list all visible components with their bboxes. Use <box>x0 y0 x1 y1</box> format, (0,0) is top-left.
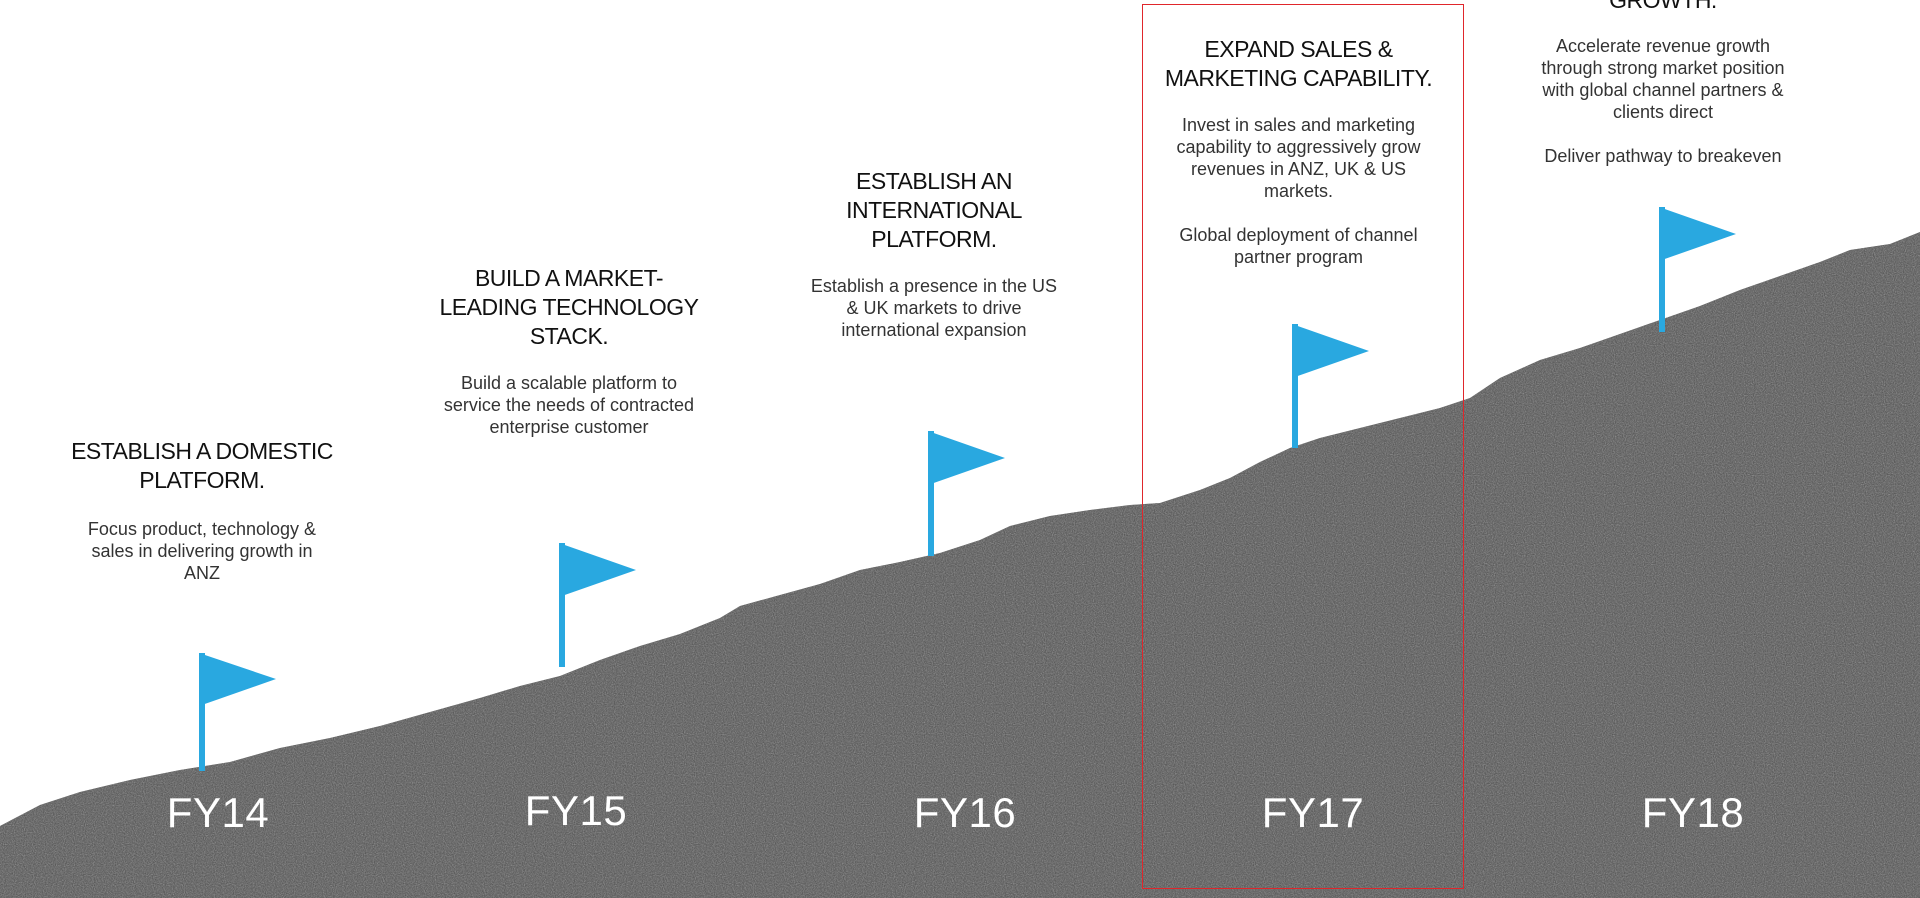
flag-pole <box>559 543 565 667</box>
stage-title: ESTABLISH AN INTERNATIONAL PLATFORM. <box>846 168 1022 252</box>
stage-fy18-text: GROWTH. Accelerate revenue growth throug… <box>1522 0 1804 167</box>
flag-fy16 <box>928 431 1005 556</box>
stage-fy16-text: ESTABLISH AN INTERNATIONAL PLATFORM. Est… <box>793 167 1075 341</box>
stage-title: ESTABLISH A DOMESTIC PLATFORM. <box>71 438 333 493</box>
fy17-highlight-box <box>1142 4 1464 889</box>
flag-pole <box>1659 207 1665 332</box>
flag-pennant <box>1659 207 1736 261</box>
year-label-fy18: FY18 <box>1641 789 1745 836</box>
flag-fy17 <box>1292 324 1369 448</box>
flag-fy14 <box>199 653 276 771</box>
flag-pole <box>928 431 934 556</box>
stage-description: Focus product, technology & sales in del… <box>87 519 317 583</box>
flag-fy15 <box>559 543 636 667</box>
flag-pole <box>199 653 205 771</box>
stage-fy17-text: EXPAND SALES & MARKETING CAPABILITY. Inv… <box>1150 35 1447 268</box>
year-label-fy15: FY15 <box>524 787 628 834</box>
year-label-fy17: FY17 <box>1261 789 1365 836</box>
flag-pennant <box>559 543 636 597</box>
stage-title: EXPAND SALES & MARKETING CAPABILITY. <box>1164 36 1433 91</box>
stage-description: Build a scalable platform to service the… <box>443 373 695 437</box>
flag-pole <box>1292 324 1298 448</box>
flag-pennant <box>1292 324 1369 378</box>
stage-fy15-text: BUILD A MARKET- LEADING TECHNOLOGY STACK… <box>424 264 714 438</box>
stage-description: Invest in sales and marketing capability… <box>1176 115 1421 267</box>
flag-pennant <box>928 431 1005 485</box>
stage-description: Accelerate revenue growth through strong… <box>1541 36 1785 166</box>
flag-pennant <box>199 653 276 706</box>
stage-fy14-text: ESTABLISH A DOMESTIC PLATFORM. Focus pro… <box>62 437 342 584</box>
stage-title: GROWTH. <box>1609 0 1717 13</box>
stage-title: BUILD A MARKET- LEADING TECHNOLOGY STACK… <box>439 265 699 349</box>
stage-description: Establish a presence in the US & UK mark… <box>810 276 1058 340</box>
mountain-texture-overlay <box>0 232 1920 898</box>
flag-fy18 <box>1659 207 1736 332</box>
year-label-fy16: FY16 <box>913 789 1017 836</box>
year-label-fy14: FY14 <box>166 789 270 836</box>
